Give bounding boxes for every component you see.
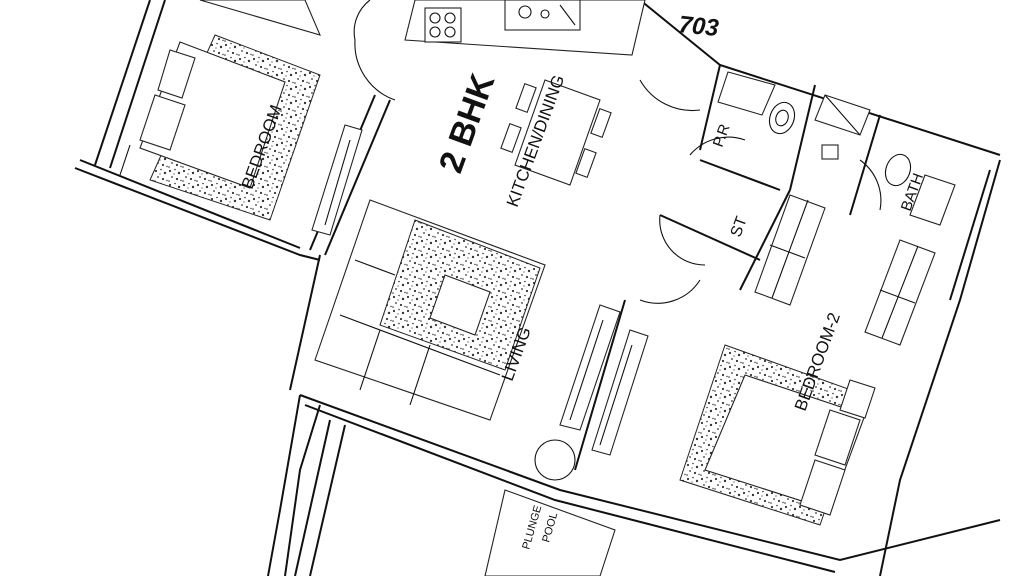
room-label-store: ST bbox=[728, 214, 751, 239]
door-swings bbox=[353, 0, 882, 304]
living-sofa-set bbox=[314, 199, 576, 481]
bedroom-1-bed bbox=[119, 0, 321, 221]
bedroom-2-bed bbox=[679, 344, 876, 526]
wardrobes bbox=[311, 124, 649, 456]
room-label-puja-room: P.R bbox=[710, 122, 734, 150]
unit-number: 703 bbox=[677, 11, 720, 42]
toilet-fixtures bbox=[717, 71, 956, 226]
bedroom-2-wardrobe bbox=[754, 194, 936, 346]
dining-table bbox=[500, 79, 612, 186]
unit-type-label: 2 BHK bbox=[432, 68, 503, 177]
kitchen-counter bbox=[404, 0, 646, 56]
plunge-pool bbox=[294, 419, 616, 576]
